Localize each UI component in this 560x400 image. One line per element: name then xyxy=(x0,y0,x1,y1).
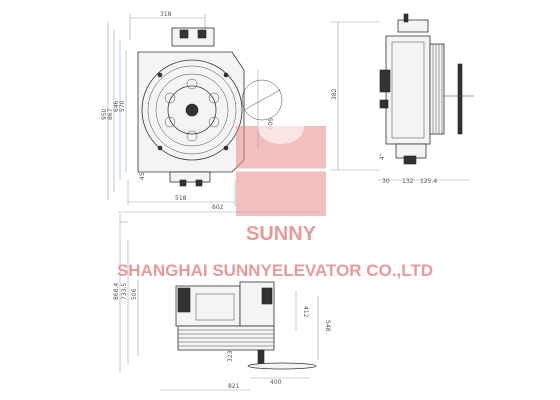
dim-angle: 4° xyxy=(379,153,386,160)
dim-w-400: 400 xyxy=(270,379,282,386)
dim-h-867: 867 xyxy=(107,108,114,120)
dim-small-45: 45 xyxy=(139,172,146,180)
dim-h-548: 548 xyxy=(324,320,331,332)
dim-h-382: 382 xyxy=(331,88,338,100)
base-foot xyxy=(169,171,211,183)
dim-w-821: 821 xyxy=(228,383,240,390)
dim-h-506: 506 xyxy=(131,288,138,300)
dim-h-412: 412 xyxy=(302,306,309,318)
front-view: 318 950 867 646 570 518 500 45 xyxy=(101,11,283,206)
dim-h-733: 733.5 xyxy=(121,283,128,300)
handwheel xyxy=(241,79,283,121)
side-body xyxy=(385,35,431,145)
watermark: SUNNY SHANGHAI SUNNYELEVATOR CO.,LTD xyxy=(117,126,433,280)
top-view: 602 868.4 733.5 506 412 548 323 400 821 xyxy=(113,204,331,391)
dim-d-323: 323 xyxy=(227,350,234,362)
dim-h-868: 868.4 xyxy=(113,283,120,300)
side-view: 382 30 132 125.4 4° xyxy=(330,13,474,185)
dim-w-602: 602 xyxy=(212,204,224,211)
dim-d-30: 30 xyxy=(382,178,390,185)
side-sheave xyxy=(429,43,445,135)
dim-d-132: 132 xyxy=(402,178,414,185)
dim-d-125: 125.4 xyxy=(420,178,437,185)
dim-h-570: 570 xyxy=(119,100,126,112)
watermark-logo-text: SUNNY xyxy=(246,223,317,245)
dim-bottom-width: 518 xyxy=(175,195,187,202)
dim-d-500: 500 xyxy=(266,118,273,130)
brake-housing xyxy=(171,27,215,47)
dim-h-950: 950 xyxy=(101,108,108,120)
top-handwheel xyxy=(247,362,317,370)
dim-top-width: 318 xyxy=(160,11,172,18)
dim-h-646: 646 xyxy=(113,100,120,112)
watermark-company: SHANGHAI SUNNYELEVATOR CO.,LTD xyxy=(117,261,433,280)
